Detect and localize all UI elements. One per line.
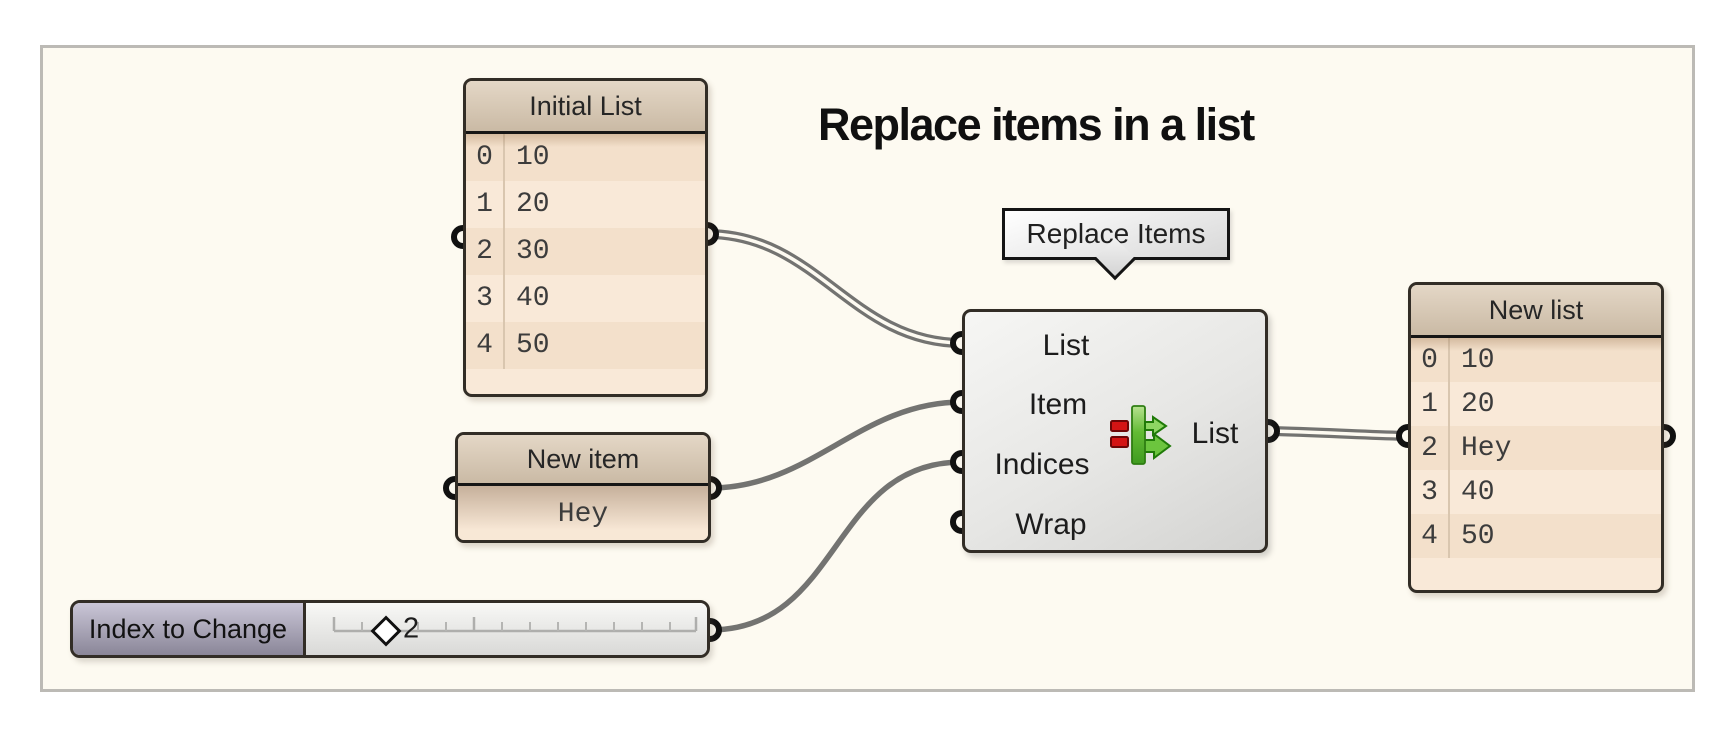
list-item: 1 20 [1411,382,1661,426]
list-item: 1 20 [466,181,705,228]
list-item: 3 40 [1411,470,1661,514]
wire-initial-list-to-list-core [706,232,963,345]
panel-new-item[interactable]: New item Hey [455,432,711,543]
canvas-title: Replace items in a list [818,99,1255,150]
slider-track[interactable]: 2 [306,603,707,655]
icon-arrow-lower [1142,432,1172,460]
wire-new-item-to-item[interactable] [709,399,963,491]
input-label-list: List [1042,329,1090,362]
row-index: 4 [476,330,493,361]
row-index: 2 [1421,432,1438,464]
row-index: 4 [1421,520,1438,552]
slider-name-label[interactable]: Index to Change [73,603,306,655]
row-value: 30 [516,236,550,267]
row-value: 20 [516,189,550,220]
row-value: Hey [1461,432,1512,464]
list-item: 0 10 [1411,338,1661,382]
row-value: 10 [516,142,550,173]
input-label-wrap: Wrap [1015,508,1087,541]
wire-slider-to-indices[interactable] [709,459,963,633]
list-item: 4 50 [1411,514,1661,558]
icon-red-block-upper [1110,420,1129,432]
row-index: 3 [476,283,493,314]
list-item: 3 40 [466,275,705,322]
panel-initial-list[interactable]: Initial List 0 10 1 20 2 30 3 40 4 50 [463,78,708,397]
panel-initial-list-header: Initial List [466,81,705,134]
number-slider[interactable]: Index to Change 2 [70,600,710,658]
output-label-list: List [1191,417,1239,450]
icon-red-block-lower [1110,436,1129,448]
panel-new-list-header: New list [1411,285,1661,338]
row-index: 1 [1421,388,1438,420]
row-value: 20 [1461,388,1495,420]
row-value: 40 [1461,476,1495,508]
panel-new-list-body: 0 10 1 20 2 Hey 3 40 4 50 [1411,338,1661,558]
row-index: 2 [476,236,493,267]
input-label-item: Item [1028,388,1088,421]
index-column-divider [1448,338,1450,558]
slider-ruler [332,617,698,633]
row-value: 10 [1461,344,1495,376]
list-item: 2 30 [466,228,705,275]
list-item: 4 50 [466,322,705,369]
icon-green-bar [1131,405,1146,465]
component-replace-items[interactable]: List Item Indices Wrap List [962,309,1268,553]
row-index: 0 [1421,344,1438,376]
panel-initial-list-body: 0 10 1 20 2 30 3 40 4 50 [466,134,705,369]
input-label-indices: Indices [994,448,1090,481]
row-value: 50 [1461,520,1495,552]
row-index: 0 [476,142,493,173]
replace-items-icon [1110,405,1172,465]
panel-new-list[interactable]: New list 0 10 1 20 2 Hey 3 40 4 50 [1408,282,1664,593]
row-value: 40 [516,283,550,314]
slider-value: 2 [403,612,420,645]
wire-component-to-new-list-core [1267,429,1409,438]
index-column-divider [503,134,505,369]
row-value: 50 [516,330,550,361]
row-index: 1 [476,189,493,220]
row-index: 3 [1421,476,1438,508]
list-item: 2 Hey [1411,426,1661,470]
component-tooltip: Replace Items [1002,208,1230,281]
panel-new-item-value: Hey [458,486,708,540]
icon-arrow-upper [1144,415,1168,437]
panel-new-item-header: New item [458,435,708,486]
list-item: 0 10 [466,134,705,181]
